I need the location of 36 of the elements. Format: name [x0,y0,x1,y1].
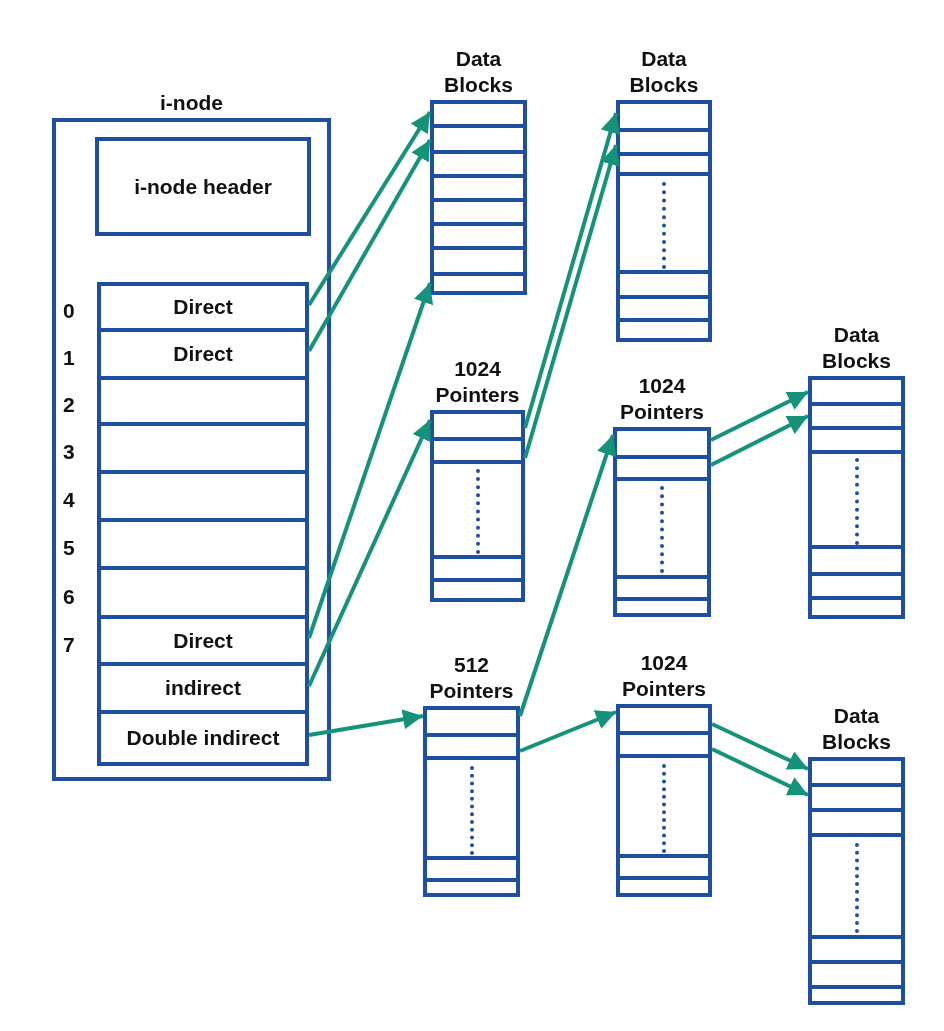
stack-heading: Data Blocks [628,46,700,98]
arrow [308,709,424,737]
stack-heading: Data Blocks [821,322,892,374]
stack-heading: Data Blocks [821,703,892,755]
slot-number: 1 [63,345,75,371]
slot-number: 0 [63,298,75,324]
arrow [711,747,809,797]
slot-label: Direct [173,341,233,367]
stack-heading: Data Blocks [443,46,514,98]
slot-number: 7 [63,631,75,658]
arrow [523,144,620,459]
slot-label: Direct [173,294,233,320]
arrow [711,722,809,771]
slot-number: 3 [63,439,75,465]
stack-heading: i-node [159,90,224,116]
slot-label: Double indirect [126,725,280,751]
stack-heading: 1024 Pointers [621,650,707,702]
arrow [307,139,432,352]
slot-label: indirect [165,675,241,701]
stack-heading: 512 Pointers [428,652,515,704]
arrow [710,414,809,467]
header-box [95,137,311,236]
arrow [519,710,617,753]
arrow [307,282,433,639]
arrow [523,112,621,429]
arrow [307,419,432,687]
arrow [518,434,617,717]
slot-number: 4 [63,487,75,513]
slot-number: 6 [63,583,75,610]
header-label: i-node header [134,173,272,200]
stack-heading: 1024 Pointers [434,356,521,408]
slot-number: 2 [63,392,75,418]
arrow [710,390,809,442]
slot-number: 5 [63,535,75,561]
slot-label: Direct [173,627,233,654]
stack-heading: 1024 Pointers [619,373,705,425]
